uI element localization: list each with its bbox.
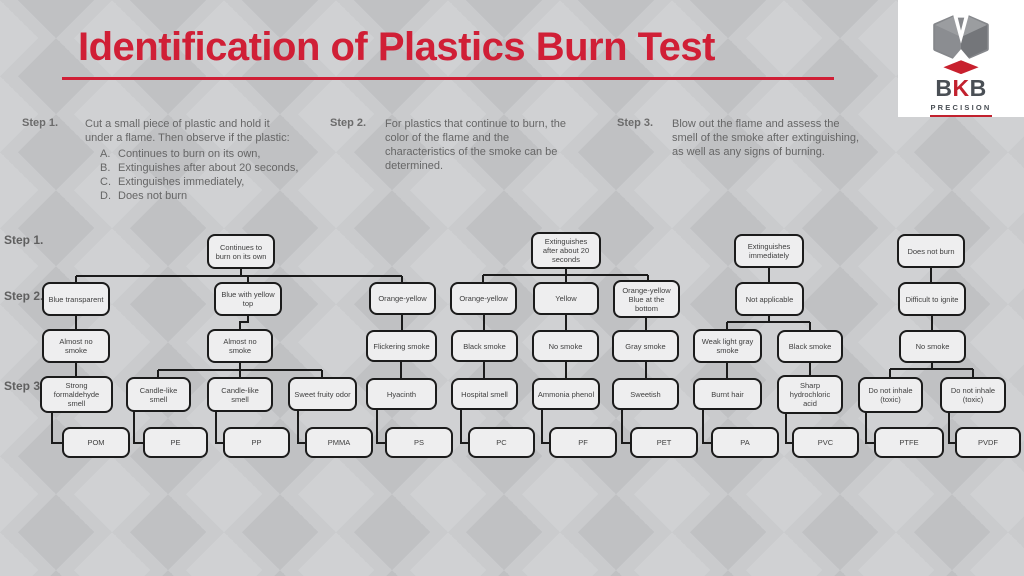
flow-node-orange-yellow-1: Orange-yellow	[369, 282, 436, 315]
flow-node-hospital-smell: Hospital smell	[451, 378, 518, 410]
flow-node-not-applicable: Not applicable	[735, 282, 804, 316]
list-item: B.Extinguishes after about 20 seconds,	[100, 162, 299, 174]
instruction-step2-label: Step 2.	[330, 117, 367, 129]
instruction-step3-label: Step 3.	[617, 117, 654, 129]
flow-node-candle-like-smell-2: Candle-like smell	[207, 377, 273, 412]
flow-node-pet: PET	[630, 427, 698, 458]
flow-node-black-smoke-2: Black smoke	[777, 330, 843, 363]
flow-row-label-step2: Step 2.	[4, 289, 44, 303]
flow-node-pvc: PVC	[792, 427, 859, 458]
logo-rule	[930, 115, 992, 117]
flow-node-weak-light-gray-smoke: Weak light gray smoke	[693, 329, 762, 363]
flow-node-strong-formaldehyde-smell: Strong formaldehyde smell	[40, 376, 113, 413]
list-item: C.Extinguishes immediately,	[100, 176, 245, 188]
instruction-step1-text: Cut a small piece of plastic and hold it…	[85, 118, 290, 144]
instruction-step1-label: Step 1.	[22, 117, 59, 129]
flow-row-label-step1: Step 1.	[4, 233, 44, 247]
flow-node-extinguishes-immediately: Extinguishes immediately	[734, 234, 804, 268]
flow-node-no-smoke-1: No smoke	[532, 330, 599, 362]
flow-node-no-smoke-2: No smoke	[899, 330, 966, 363]
title-underline	[62, 77, 834, 80]
logo-letter-b1: B	[935, 75, 953, 102]
page-title: Identification of Plastics Burn Test	[78, 25, 715, 69]
flow-node-pe: PE	[143, 427, 208, 458]
flow-node-ammonia-phenol: Ammonia phenol	[532, 378, 600, 410]
flow-node-burnt-hair: Burnt hair	[693, 378, 762, 410]
flow-node-gray-smoke: Gray smoke	[612, 330, 679, 362]
list-item: A.Continues to burn on its own,	[100, 148, 261, 160]
flow-node-yellow: Yellow	[533, 282, 599, 315]
flow-node-sweet-fruity-odor: Sweet fruity odor	[288, 377, 357, 411]
instruction-step1-list: A.Continues to burn on its own, B.Exting…	[100, 147, 330, 203]
flow-node-orange-yellow-2: Orange-yellow	[450, 282, 517, 315]
flow-node-blue-yellow-top: Blue with yellow top	[214, 282, 282, 316]
instruction-step3-text: Blow out the flame and assess the smell …	[672, 118, 860, 158]
flow-node-do-not-inhale-1: Do not inhale (toxic)	[858, 377, 923, 413]
list-item: D.Does not burn	[100, 190, 188, 202]
flow-row-label-step3: Step 3.	[4, 379, 44, 393]
flow-node-flickering-smoke: Flickering smoke	[366, 330, 437, 362]
flow-node-do-not-inhale-2: Do not inhale (toxic)	[940, 377, 1006, 413]
flow-node-pvdf: PVDF	[955, 427, 1021, 458]
flow-node-pf: PF	[549, 427, 617, 458]
flow-node-ps: PS	[385, 427, 453, 458]
flow-node-blue-transparent: Blue transparent	[42, 282, 110, 316]
flow-node-pa: PA	[711, 427, 779, 458]
instruction-step2-text: For plastics that continue to burn, the …	[385, 118, 566, 172]
flow-node-extinguishes-20-seconds: Extinguishes after about 20 seconds	[531, 232, 601, 269]
flow-node-almost-no-smoke-1: Almost no smoke	[42, 329, 110, 363]
flow-node-does-not-burn: Does not burn	[897, 234, 965, 268]
flow-node-difficult-to-ignite: Difficult to ignite	[898, 282, 966, 316]
flow-node-pc: PC	[468, 427, 535, 458]
logo-letter-b2: B	[969, 75, 987, 102]
flow-node-hyacinth: Hyacinth	[366, 378, 437, 410]
flow-node-continues-to-burn: Continues to burn on its own	[207, 234, 275, 269]
flow-node-candle-like-smell-1: Candle-like smell	[126, 377, 191, 412]
logo-mark-icon	[933, 13, 989, 75]
flow-node-almost-no-smoke-2: Almost no smoke	[207, 329, 273, 363]
flow-node-sharp-hydrochloric-acid: Sharp hydrochloric acid	[777, 375, 843, 414]
flow-node-pom: POM	[62, 427, 130, 458]
flow-node-black-smoke-1: Black smoke	[451, 330, 518, 362]
flow-node-sweetish: Sweetish	[612, 378, 679, 410]
logo: BKB PRECISION	[898, 0, 1024, 117]
logo-letter-k: K	[952, 75, 970, 102]
logo-brand: BKB	[935, 77, 986, 100]
flow-node-orange-yellow-blue-bottom: Orange-yellow Blue at the bottom	[613, 280, 680, 318]
flow-node-ptfe: PTFE	[874, 427, 944, 458]
logo-subtitle: PRECISION	[930, 103, 992, 113]
flow-node-pp: PP	[223, 427, 290, 458]
flow-node-pmma: PMMA	[305, 427, 373, 458]
